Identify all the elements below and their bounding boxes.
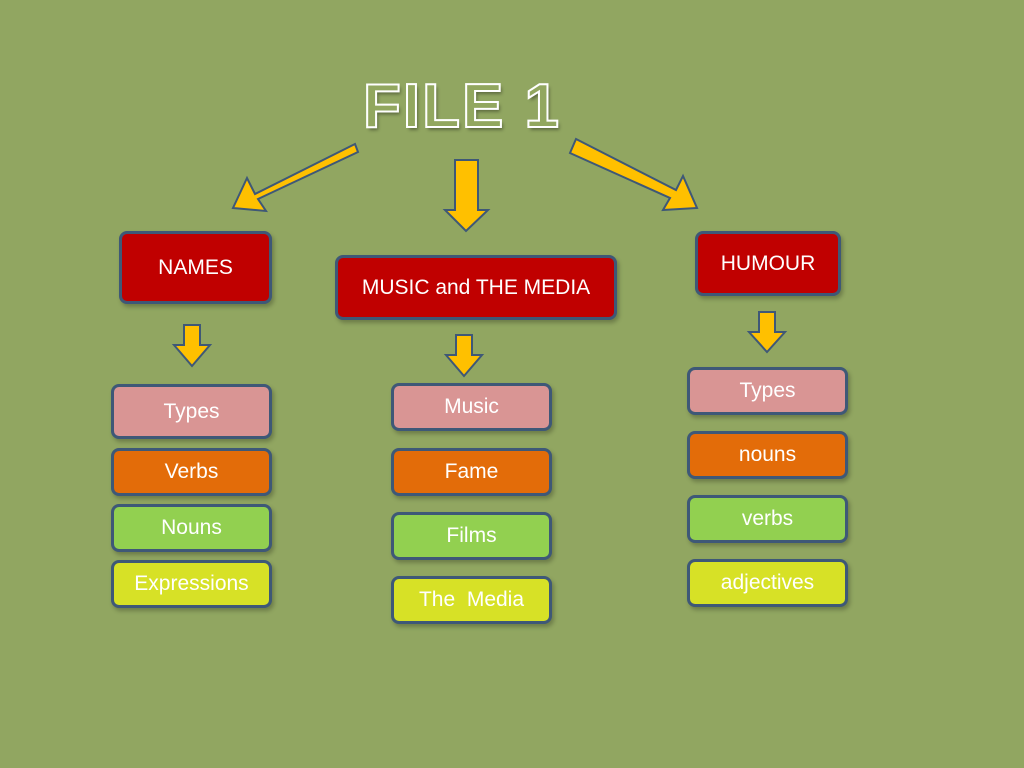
page-title: FILE 1 <box>362 71 562 142</box>
arrow-down-center-icon <box>442 159 491 233</box>
arrow-right-diagonal-icon <box>568 137 699 212</box>
music-item-films: Films <box>391 512 552 560</box>
header-names: NAMES <box>119 231 272 304</box>
names-item-types: Types <box>111 384 272 439</box>
names-item-expressions: Expressions <box>111 560 272 608</box>
header-music-media: MUSIC and THE MEDIA <box>335 255 617 320</box>
music-item-music: Music <box>391 383 552 431</box>
arrow-down-music-icon <box>443 334 485 378</box>
names-item-verbs: Verbs <box>111 448 272 496</box>
arrow-down-names-icon <box>171 324 213 368</box>
humour-item-nouns: nouns <box>687 431 848 479</box>
arrow-down-humour-icon <box>746 311 788 354</box>
music-item-fame: Fame <box>391 448 552 496</box>
humour-item-types: Types <box>687 367 848 415</box>
arrow-left-diagonal-icon <box>231 142 360 213</box>
header-humour: HUMOUR <box>695 231 841 296</box>
humour-item-adjectives: adjectives <box>687 559 848 607</box>
music-item-the-media: The Media <box>391 576 552 624</box>
names-item-nouns: Nouns <box>111 504 272 552</box>
humour-item-verbs: verbs <box>687 495 848 543</box>
